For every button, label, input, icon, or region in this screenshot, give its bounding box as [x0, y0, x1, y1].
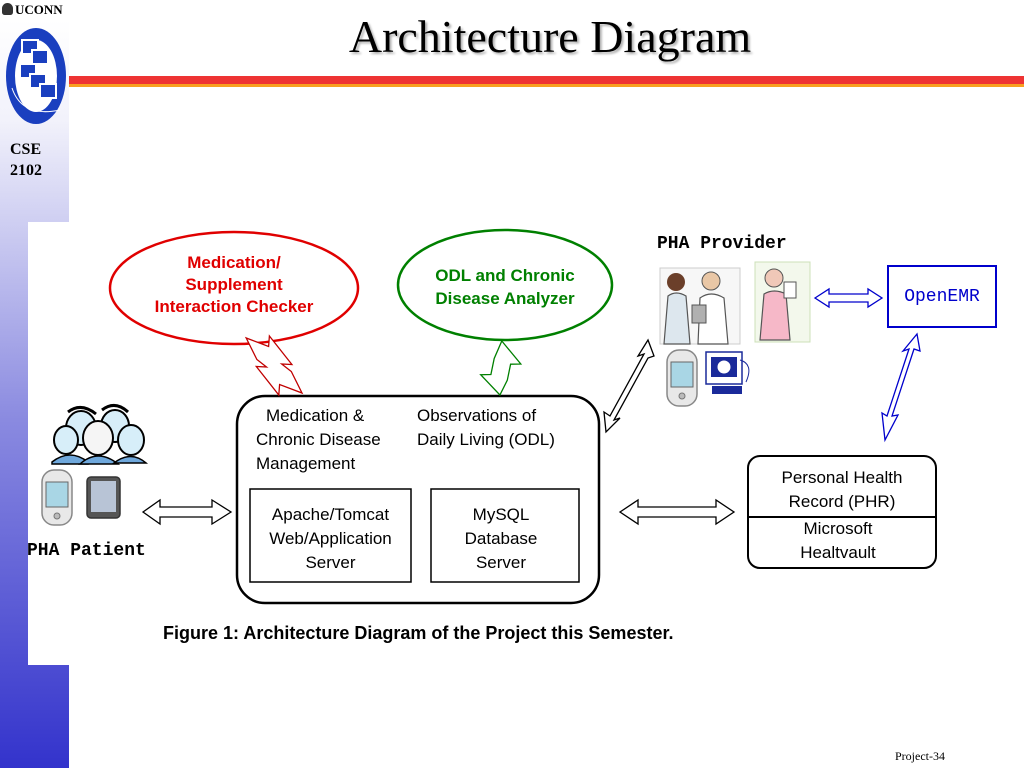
figure-caption: Figure 1: Architecture Diagram of the Pr… [163, 623, 674, 643]
patient-tablet-icon [86, 476, 121, 519]
arrow-main-provider [603, 338, 655, 434]
checker-label: Medication/ Supplement Interaction Check… [154, 253, 314, 316]
odl-ellipse [396, 228, 614, 342]
main-system-box [235, 394, 601, 605]
openemr-label: OpenEMR [904, 287, 980, 307]
arrow-checker-main [244, 334, 304, 397]
patient-phone-icon [41, 469, 73, 526]
course-code: CSE 2102 [10, 141, 42, 179]
arrow-openemr-phr [881, 332, 921, 443]
phr-label: Personal Health Record (PHR) [781, 468, 903, 511]
arrow-patient-main [141, 498, 233, 526]
title-rule-orange [69, 84, 1024, 87]
title-rule-red [69, 76, 1024, 84]
arrow-provider-openemr [813, 287, 884, 309]
cse-logo [6, 28, 66, 124]
provider-phone-icon [666, 349, 698, 407]
odl-analyzer-label: ODL and Chronic Disease Analyzer [435, 266, 575, 308]
provider-computer-icon [705, 351, 750, 394]
uconn-seal-icon [2, 3, 13, 15]
arrow-odl-main [479, 339, 523, 397]
arrow-main-phr [618, 498, 736, 526]
healthvault-label: Microsoft Healtvault [800, 519, 876, 562]
medication-management-label: Medication & Chronic Disease Management [256, 406, 381, 473]
apache-box [249, 488, 412, 583]
provider-nurse-icon [754, 261, 811, 343]
uconn-wordmark: UCONN [2, 2, 63, 18]
page-title: Architecture Diagram [348, 11, 752, 62]
openemr-box [887, 265, 997, 328]
provider-doctors-icon [659, 267, 741, 345]
patient-group-icon [51, 404, 149, 465]
mysql-server-label: MySQL Database Server [464, 505, 538, 572]
checker-ellipse [108, 230, 360, 346]
mysql-box [430, 488, 580, 583]
pha-provider-label: PHA Provider [657, 234, 787, 254]
phr-box [747, 455, 937, 569]
pha-patient-label: PHA Patient [27, 541, 146, 561]
page-number: Project-34 [895, 749, 945, 763]
odl-observations-label: Observations of Daily Living (ODL) [417, 406, 555, 449]
apache-server-label: Apache/Tomcat Web/Application Server [269, 505, 392, 572]
